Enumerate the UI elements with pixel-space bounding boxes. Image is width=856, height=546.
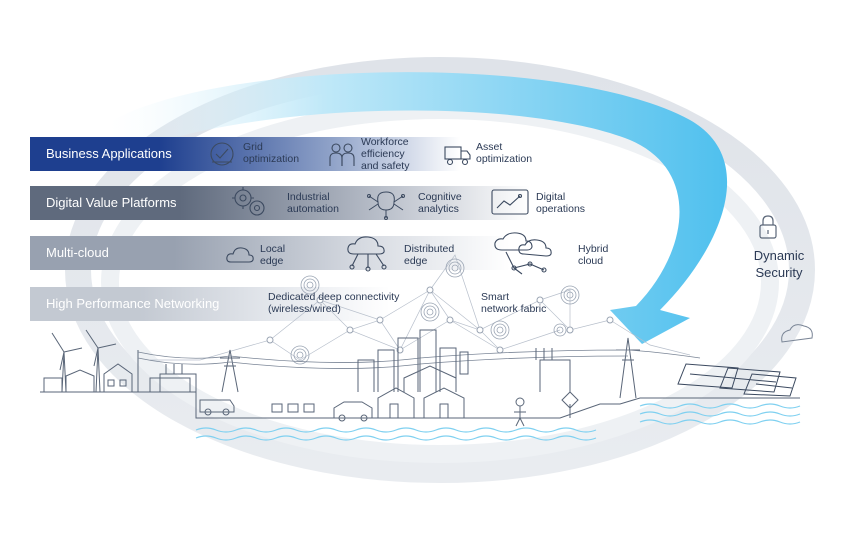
item-label-line: cloud xyxy=(578,255,604,267)
item-label-line: optimization xyxy=(476,153,533,165)
security-line: Dynamic xyxy=(753,248,805,263)
item-label-line: edge xyxy=(404,255,428,267)
lower-houses xyxy=(377,387,465,419)
wind-turbines xyxy=(51,329,117,393)
asset-truck-icon xyxy=(444,146,471,166)
item-label-line: network fabric xyxy=(481,303,547,315)
padlock-icon xyxy=(759,215,777,239)
cloud-icon xyxy=(226,247,254,263)
small-cloud xyxy=(781,324,813,343)
monitor-chart-icon xyxy=(491,189,529,215)
item-label-line: edge xyxy=(260,255,284,267)
water xyxy=(195,403,801,441)
item-label-line: Local xyxy=(260,243,286,255)
item-label-line: Grid xyxy=(243,141,263,153)
grid-check-icon xyxy=(210,142,234,166)
item-label-line: Industrial xyxy=(287,191,330,203)
left-houses xyxy=(43,363,191,392)
item-label-line: Dedicated deep connectivity xyxy=(268,291,400,303)
wireless-signals xyxy=(290,258,580,365)
power-pylons xyxy=(137,337,640,399)
field-worker xyxy=(514,391,579,427)
city-buildings xyxy=(357,329,571,392)
item-label-line: optimization xyxy=(243,153,300,165)
layer-band-2: Multi-cloud xyxy=(30,236,510,270)
cloud-network-icon xyxy=(347,236,387,272)
item-label-line: Smart xyxy=(481,291,510,303)
hybrid-cloud-icon xyxy=(494,232,552,275)
network-mesh xyxy=(150,254,691,361)
solar-panels xyxy=(677,363,797,397)
item-label-line: Distributed xyxy=(404,243,455,255)
cyan-arrow xyxy=(110,72,728,344)
item-label-line: Workforce xyxy=(361,136,409,148)
item-label-line: Digital xyxy=(536,191,566,203)
layer-item-label: Dedicated deep connectivity(wireless/wir… xyxy=(268,291,399,315)
gears-icon xyxy=(232,187,265,216)
layer-label: Multi-cloud xyxy=(46,245,109,260)
item-label-line: efficiency xyxy=(361,148,405,160)
layer-label: High Performance Networking xyxy=(46,296,220,311)
power-lines xyxy=(137,349,701,369)
item-label-line: automation xyxy=(287,203,339,215)
layer-band-3: High Performance Networking xyxy=(30,287,390,321)
item-label-line: operations xyxy=(536,203,586,215)
layer-band-0: Business Applications xyxy=(30,137,460,171)
item-label-line: analytics xyxy=(418,203,459,215)
battery-storage xyxy=(271,403,315,413)
workers-icon xyxy=(329,143,355,166)
factory xyxy=(159,364,197,392)
item-label-line: Hybrid xyxy=(578,243,609,255)
vehicles xyxy=(199,399,373,422)
brain-network-icon xyxy=(367,191,405,220)
item-label-line: and safety xyxy=(361,160,410,172)
item-label-line: (wireless/wired) xyxy=(268,303,341,315)
item-label-line: Asset xyxy=(476,141,503,153)
layer-band-1: Digital Value Platforms xyxy=(30,186,530,220)
ground-line xyxy=(40,391,800,419)
layer-label: Business Applications xyxy=(46,146,172,161)
security-line: Security xyxy=(755,265,803,280)
dynamic-security-label: Dynamic Security xyxy=(744,247,814,281)
layer-label: Digital Value Platforms xyxy=(46,195,177,210)
item-label-line: Cognitive xyxy=(418,191,462,203)
outer-ring xyxy=(65,57,815,483)
